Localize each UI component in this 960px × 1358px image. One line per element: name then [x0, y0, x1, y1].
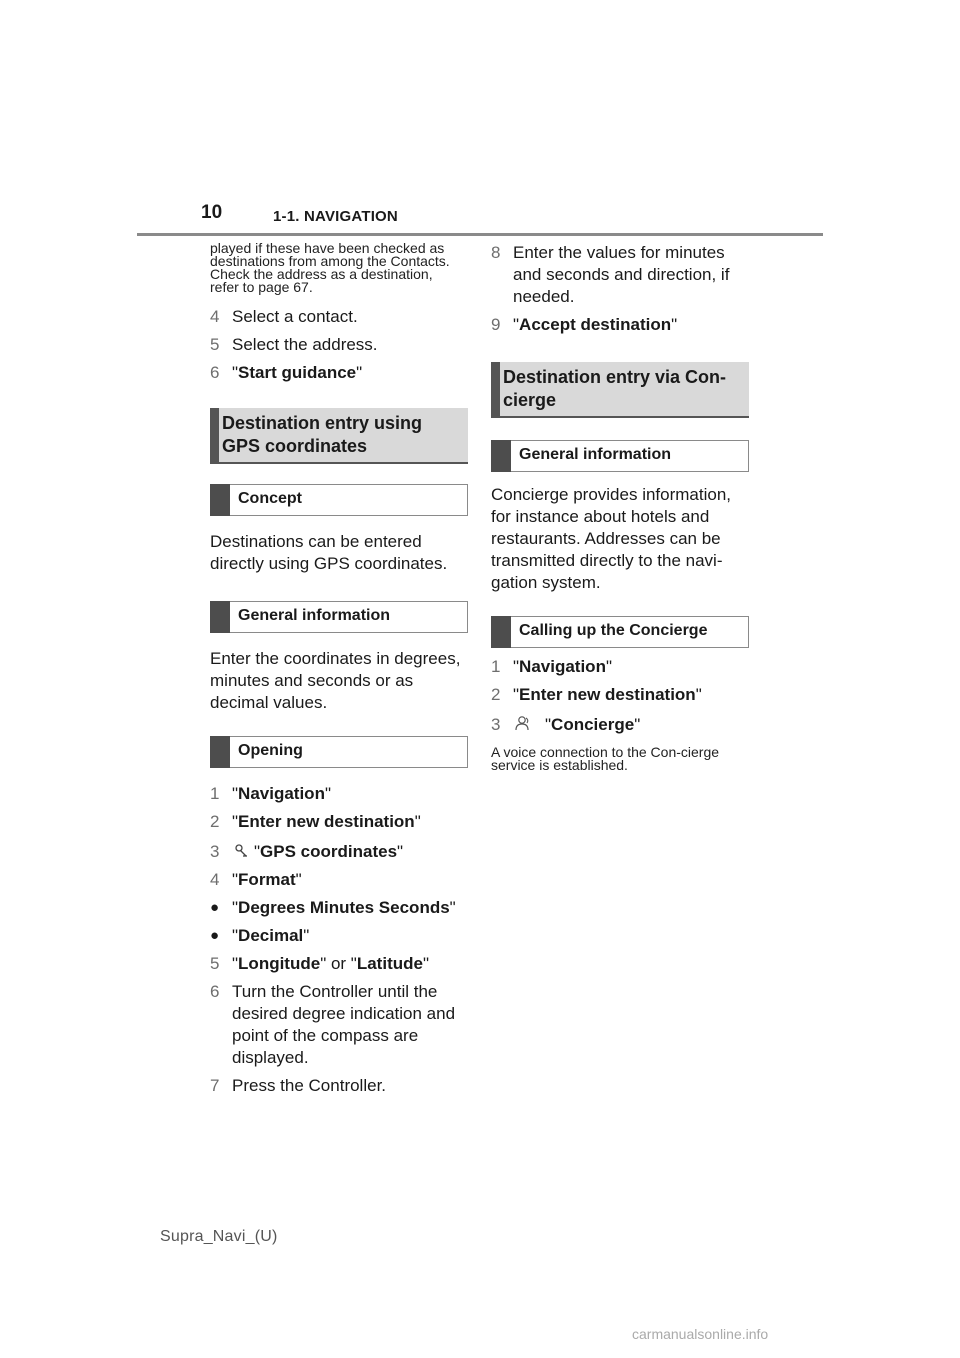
subsection-title: Calling up the Concierge [519, 622, 708, 639]
intro-text: played if these have been checked as des… [210, 240, 450, 295]
document-id: Supra_Navi_(U) [160, 1228, 278, 1245]
subsection-opening: Opening [210, 736, 468, 768]
subsection-concept: Concept [210, 484, 468, 516]
section-concierge: Destination entry via Con-cierge [491, 362, 749, 418]
step-6: 6"Start guidance" [210, 363, 363, 382]
subsection-general-information: General information [210, 601, 468, 633]
subsection-general-information: General information [491, 440, 749, 472]
bullet-icon: ● [210, 899, 220, 916]
general-text: Enter the coordinates in degrees, minute… [210, 649, 461, 712]
step-2: 2"Enter new destination" [491, 685, 702, 704]
header-divider [137, 233, 823, 236]
chapter-title: 1-1. NAVIGATION [273, 208, 398, 225]
step-1: 1"Navigation" [491, 657, 612, 676]
note-text: A voice connection to the Con-cierge ser… [491, 744, 720, 773]
concept-text: Destinations can be entered directly usi… [210, 532, 448, 573]
step-3: 3 "GPS coordinates" [210, 842, 404, 861]
watermark: carmanualsonline.info [632, 1326, 769, 1342]
left-column: played if these have been checked as des… [210, 240, 472, 1097]
bullet-icon: ● [210, 927, 220, 944]
page-number: 10 [201, 202, 223, 223]
step-2: 2"Enter new destination" [210, 812, 421, 831]
subsection-title: Opening [238, 742, 303, 759]
step-1: 1"Navigation" [210, 784, 331, 803]
section-title: Destination entry using GPS coordinates [222, 413, 423, 456]
step-5b: 5"Longitude" or "Latitude" [210, 954, 429, 973]
concierge-icon [515, 716, 529, 731]
bullet-decimal: ●"Decimal" [210, 926, 310, 945]
step-4b: 4"Format" [210, 870, 302, 889]
gps-pin-icon [235, 844, 247, 857]
bullet-dms: ●"Degrees Minutes Seconds" [210, 898, 456, 917]
section-gps-coordinates: Destination entry using GPS coordinates [210, 408, 468, 464]
step-3: 3 "Concierge" [491, 715, 641, 734]
subsection-title: Concept [238, 490, 302, 507]
section-title: Destination entry via Con-cierge [503, 367, 727, 410]
subsection-title: General information [519, 446, 672, 463]
step-9: 9"Accept destination" [491, 315, 678, 334]
subsection-calling-concierge: Calling up the Concierge [491, 616, 749, 648]
subsection-title: General information [238, 607, 391, 624]
concierge-text: Concierge provides information, for inst… [491, 485, 732, 592]
